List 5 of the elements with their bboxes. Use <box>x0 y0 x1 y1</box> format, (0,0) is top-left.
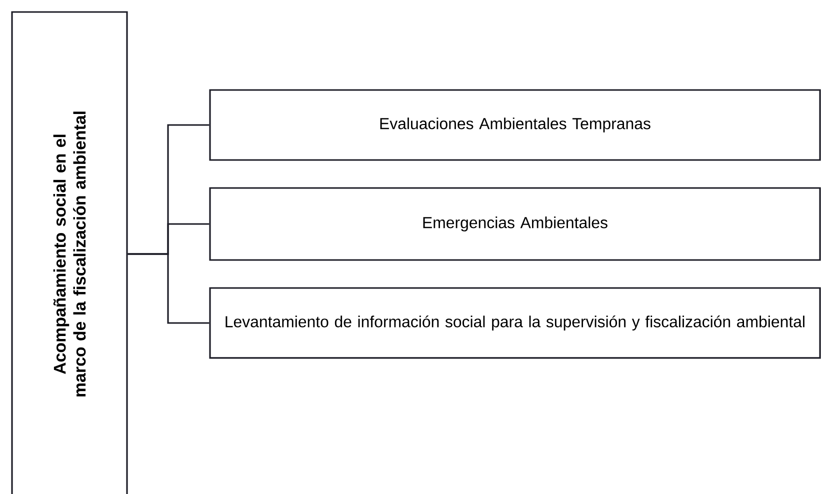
category-box: Emergencias Ambientales <box>209 187 821 261</box>
topic-box: Acompañamiento social en el marco de la fiscalización ambiental <box>11 11 128 494</box>
category-box: Evaluaciones Ambientales Tempranas <box>209 89 821 161</box>
category-box: Levantamiento de información social para la supervisión y fiscalización ambiental <box>209 287 821 359</box>
connector-line <box>128 253 210 324</box>
